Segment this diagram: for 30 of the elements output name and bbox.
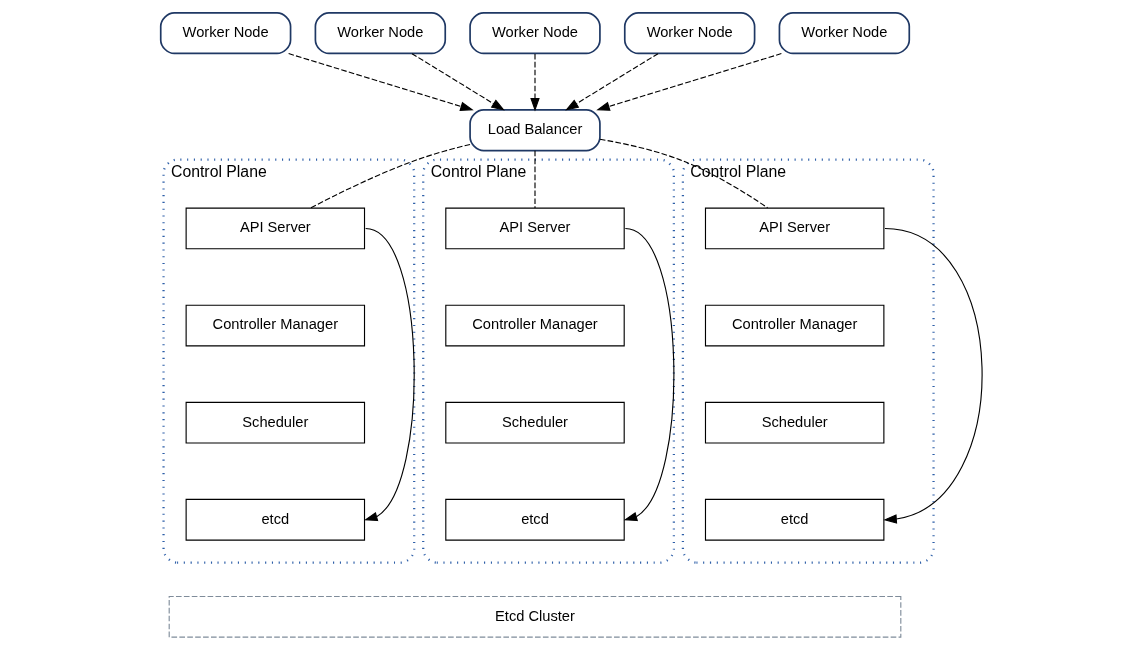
arrow [623, 227, 675, 522]
connector [599, 138, 769, 209]
connector [309, 143, 471, 209]
node-box: API Server [704, 207, 885, 250]
node-box: API Server [185, 207, 366, 250]
node-box: API Server [445, 207, 625, 250]
node-box: Scheduler [185, 401, 366, 444]
node-box: etcd [185, 498, 366, 541]
node-box: Scheduler [704, 401, 885, 444]
arrow [530, 53, 540, 112]
arrow [565, 53, 659, 111]
node-box: Controller Manager [185, 304, 366, 347]
node-box: Load Balancer [469, 109, 601, 152]
node-box: etcd [445, 498, 625, 541]
arrow [364, 227, 415, 522]
node-box: Etcd Cluster [168, 595, 902, 638]
node-box: etcd [704, 498, 885, 541]
node-box: Worker Node [623, 11, 756, 55]
node-box: Controller Manager [704, 304, 885, 347]
arrow [596, 53, 782, 111]
node-box: Controller Manager [445, 304, 625, 347]
node-box: Worker Node [778, 11, 911, 55]
arrow [411, 53, 505, 111]
node-box: Scheduler [445, 401, 625, 444]
node-box: Worker Node [314, 11, 447, 55]
connector [534, 150, 536, 209]
node-box: Worker Node [469, 11, 601, 55]
arrow [288, 53, 474, 111]
node-box: Worker Node [159, 11, 292, 55]
arrow [883, 227, 983, 524]
